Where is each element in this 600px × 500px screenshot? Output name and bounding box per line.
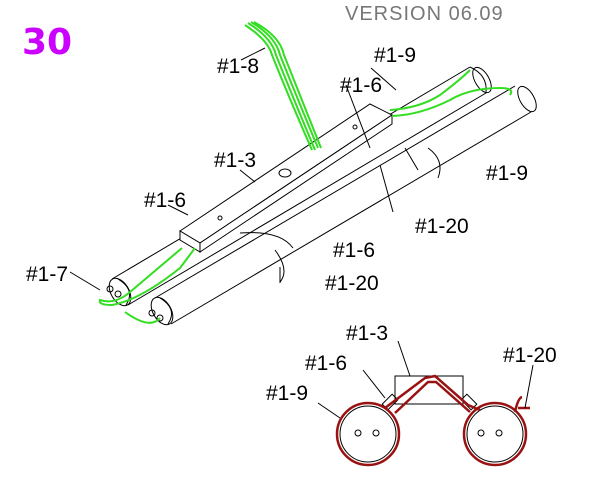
- label-clip-left: #1-6: [144, 189, 186, 212]
- version-label: VERSION 06.09: [345, 3, 504, 25]
- bracket-box: [179, 103, 393, 253]
- section-label-tube: #1-9: [266, 382, 308, 405]
- label-clip-top: #1-6: [340, 74, 382, 97]
- label-bracket: #1-3: [214, 149, 256, 172]
- pin-icon: [106, 285, 114, 293]
- label-end-cap: #1-7: [26, 263, 68, 286]
- tie-left: [335, 401, 401, 467]
- section-label-clip: #1-6: [305, 352, 347, 375]
- tube-upper: [106, 66, 492, 307]
- label-tube-lower: #1-9: [486, 162, 528, 185]
- label-tube-upper: #1-9: [374, 44, 416, 67]
- page-number: 30: [22, 22, 72, 63]
- tie-mid: [274, 249, 285, 283]
- tie-right: [427, 147, 441, 179]
- section-label-tie: #1-20: [503, 344, 557, 367]
- label-tie-mid: #1-20: [325, 272, 379, 295]
- section-label-bracket: #1-3: [346, 322, 388, 345]
- label-tie-right: #1-20: [415, 215, 469, 238]
- label-clip-mid: #1-6: [333, 239, 375, 262]
- tie-right-section: [462, 401, 528, 467]
- wire-harness: [98, 21, 513, 324]
- section-view: [317, 340, 534, 467]
- tube-lower: [148, 85, 537, 326]
- leader-lines: [69, 47, 419, 291]
- label-wire-harness: #1-8: [217, 55, 259, 78]
